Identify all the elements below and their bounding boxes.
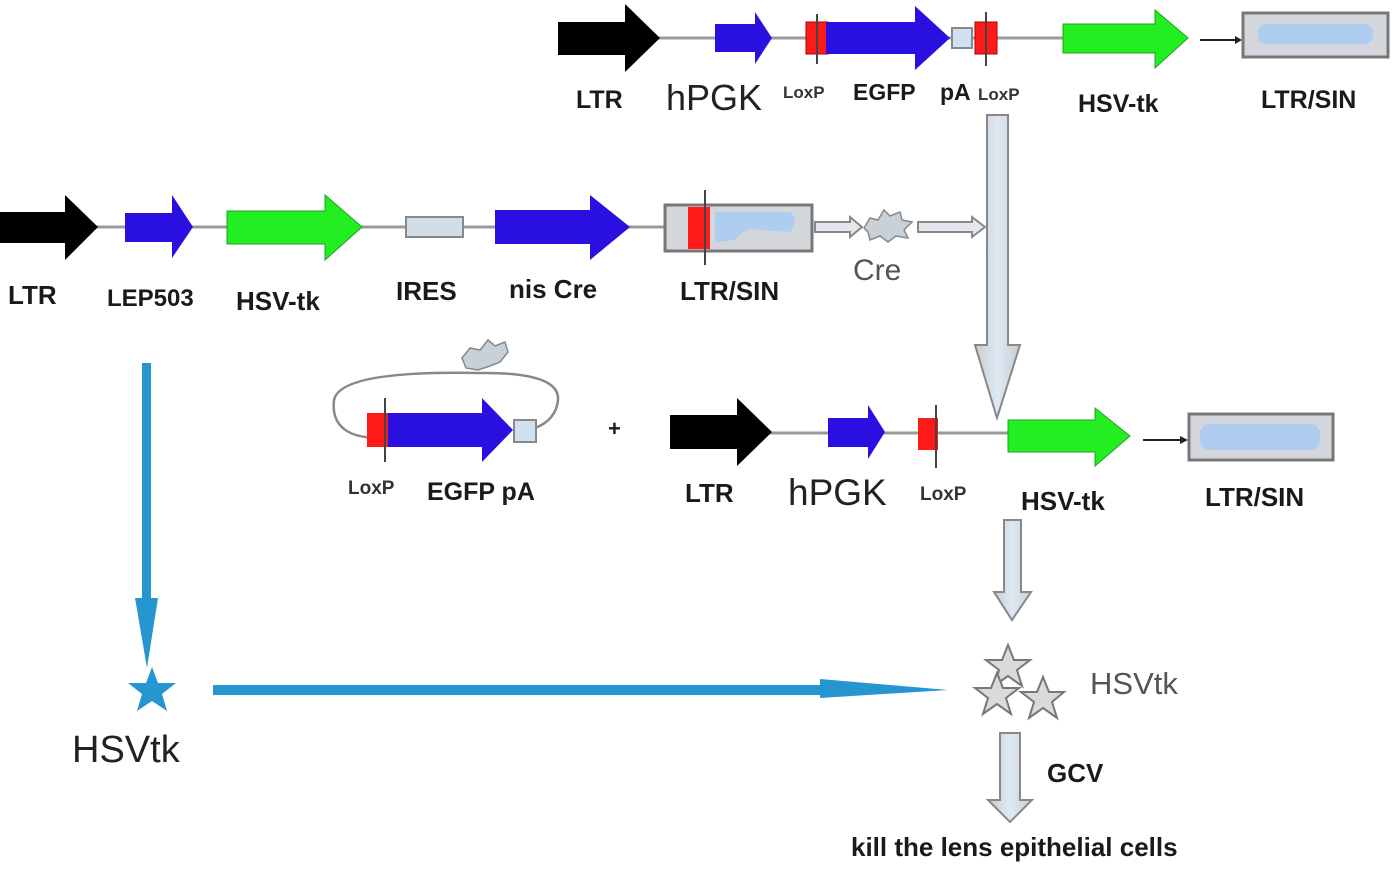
egfp-gene-arrow	[388, 398, 513, 462]
label-pa: pA	[940, 79, 971, 105]
label-hsvtk-left: HSVtk	[72, 729, 181, 771]
ltr-arrow	[0, 195, 98, 260]
recombination-flow-arrow	[973, 114, 1022, 422]
circle-backbone	[332, 371, 560, 440]
label-hpgk: hPGK	[666, 77, 762, 118]
label-gcv: GCV	[1047, 758, 1104, 788]
gcv-flow-arrow	[985, 732, 1035, 824]
label-hpgk: hPGK	[788, 472, 887, 513]
construct-top: LTR hPGK LoxP EGFP pA LoxP HSV-tk LTR/SI…	[558, 4, 1390, 118]
blue-vertical-arrowhead	[135, 598, 158, 668]
construct-recombined: LTR hPGK LoxP HSV-tk LTR/SIN	[670, 398, 1335, 516]
hsvtk-gene-arrow	[1062, 8, 1189, 70]
lep503-promoter-arrow	[125, 195, 193, 258]
loxp-site	[367, 398, 389, 462]
ltr-sin-box	[1241, 11, 1390, 59]
label-ltr-sin: LTR/SIN	[1205, 482, 1304, 512]
ltr-sin-box-with-loxp	[663, 190, 814, 265]
star-icon	[128, 667, 176, 711]
hsvtk-gene-arrow	[226, 193, 363, 262]
polyA-box	[951, 27, 973, 49]
star-icon	[972, 670, 1022, 717]
star-icon	[983, 642, 1033, 689]
loxp-site-2	[974, 12, 998, 66]
label-hsvtk: HSV-tk	[1078, 90, 1159, 118]
label-lep503: LEP503	[107, 285, 194, 312]
cre-flow-arrow-1	[814, 214, 864, 240]
connector-arrowhead	[1235, 36, 1242, 44]
excised-circular-fragment: LoxP EGFP pA	[332, 338, 560, 506]
ltr-arrow	[670, 398, 772, 466]
label-loxp-1: LoxP	[783, 83, 825, 102]
connector-arrowhead	[1180, 436, 1188, 444]
cre-flow-arrow-2	[917, 214, 987, 240]
hsvtk-gene-arrow	[1007, 406, 1131, 468]
plus-sign: +	[608, 416, 621, 441]
star-icon	[1018, 674, 1067, 721]
label-egfp-pa: EGFP pA	[427, 478, 535, 506]
label-cre: Cre	[853, 254, 901, 287]
label-hsvtk: HSV-tk	[236, 286, 320, 316]
label-loxp: LoxP	[348, 478, 395, 499]
label-outcome: kill the lens epithelial cells	[851, 832, 1178, 862]
blue-vertical-arrow-shaft	[142, 363, 151, 598]
polyA-box	[513, 419, 537, 443]
construct-middle: LTR LEP503 HSV-tk IRES nis Cre LTR/SIN C…	[0, 190, 987, 316]
label-ltr-sin: LTR/SIN	[1261, 86, 1356, 114]
left-pathway: HSVtk	[72, 363, 948, 771]
label-loxp: LoxP	[920, 484, 967, 505]
hpgk-promoter-arrow	[828, 405, 885, 459]
label-ltr: LTR	[8, 280, 57, 310]
cre-protein-icon	[863, 208, 914, 243]
cre-protein-icon	[461, 338, 509, 371]
label-loxp-2: LoxP	[978, 85, 1020, 104]
blue-horizontal-arrow	[213, 679, 948, 698]
ires-box	[405, 216, 464, 238]
label-ltr: LTR	[685, 478, 734, 508]
hpgk-promoter-arrow	[715, 12, 772, 64]
label-ltr-sin: LTR/SIN	[680, 276, 779, 306]
loxp-site-1	[805, 14, 829, 64]
expression-flow-arrow	[992, 519, 1033, 622]
label-ires: IRES	[396, 276, 457, 306]
label-hsvtk: HSV-tk	[1021, 486, 1105, 516]
label-hsvtk-right: HSVtk	[1090, 666, 1178, 701]
label-egfp: EGFP	[853, 79, 916, 105]
ltr-arrow	[558, 4, 660, 72]
ltr-sin-box	[1187, 412, 1335, 462]
nis-cre-gene-arrow	[495, 195, 630, 260]
egfp-gene-arrow	[826, 6, 950, 70]
label-nis-cre: nis Cre	[509, 274, 597, 304]
label-ltr: LTR	[576, 86, 623, 114]
loxp-site	[918, 405, 938, 468]
hsvtk-stars-icon	[972, 642, 1067, 721]
